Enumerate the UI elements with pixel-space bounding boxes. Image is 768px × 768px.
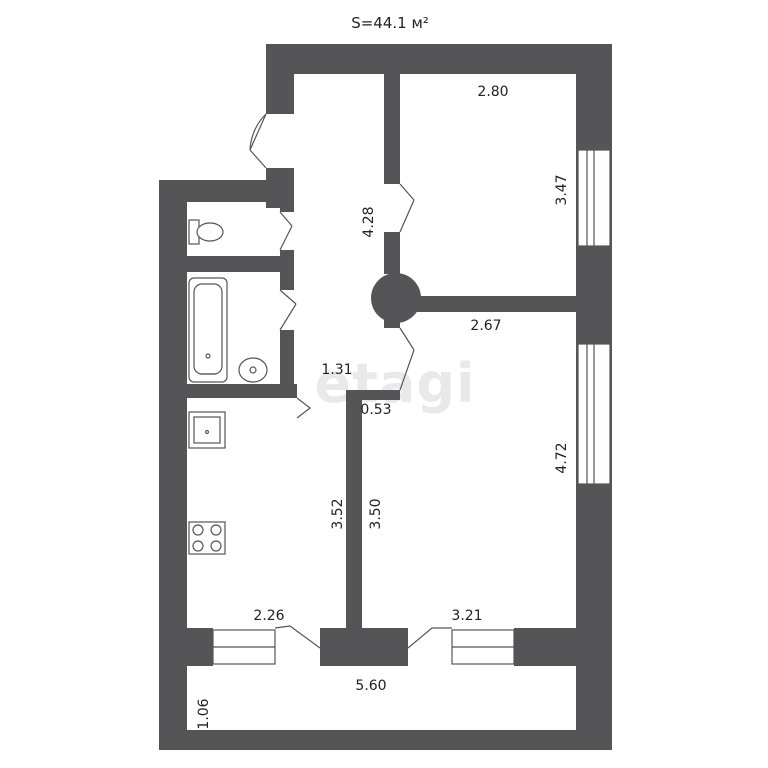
bathtub-icon <box>188 277 228 383</box>
dim-kitchen-height: 3.52 <box>330 498 346 529</box>
dim-room-top-width: 2.80 <box>477 84 508 100</box>
kitchen-door <box>296 397 311 419</box>
doors <box>249 113 452 649</box>
balcony-door-living <box>407 627 452 649</box>
walls <box>159 44 612 750</box>
windows <box>212 149 611 665</box>
kitchen-sink-icon <box>188 411 226 449</box>
bedroom-door <box>399 183 415 233</box>
bath-door <box>279 289 297 331</box>
dim-hall-bottom-width: 1.31 <box>321 362 352 378</box>
toilet-icon <box>188 219 224 245</box>
sink-icon <box>238 357 268 383</box>
total-area-label: S=44.1 м² <box>351 14 429 32</box>
dim-living-width: 2.67 <box>470 318 501 334</box>
entrance-door <box>249 113 267 169</box>
watermark-logo: etagi <box>314 352 475 415</box>
dim-hall-length: 4.28 <box>361 206 377 237</box>
dim-room-top-height: 3.47 <box>554 174 570 205</box>
dim-passage-width: 0.53 <box>360 402 391 418</box>
toilet-door <box>279 211 293 251</box>
dim-living-bottom-width: 3.21 <box>451 608 482 624</box>
stove-icon <box>188 521 226 555</box>
living-door <box>399 327 415 391</box>
dim-balcony-depth: 1.06 <box>196 698 212 729</box>
dim-balcony-width: 5.60 <box>355 678 386 694</box>
dim-living-height: 4.72 <box>554 442 570 473</box>
dim-living-inner-height: 3.50 <box>368 498 384 529</box>
dim-kitchen-width: 2.26 <box>253 608 284 624</box>
balcony-door-kitchen <box>274 625 321 649</box>
